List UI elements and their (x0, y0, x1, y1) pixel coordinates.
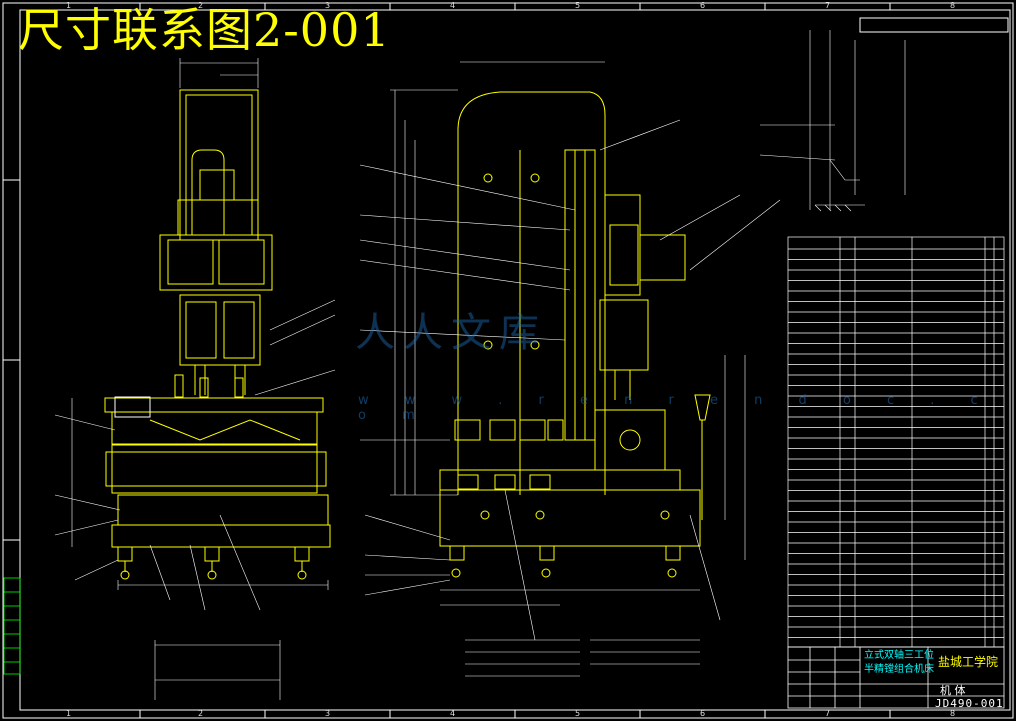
zone-top-5: 5 (575, 1, 581, 10)
zone-top-2: 2 (198, 1, 204, 10)
zone-bottom-3: 3 (325, 709, 331, 718)
zone-bottom-4: 4 (450, 709, 456, 718)
zone-bottom-5: 5 (575, 709, 581, 718)
zone-bottom-8: 8 (950, 709, 956, 718)
zone-top-1: 1 (66, 1, 72, 10)
zone-bottom-1: 1 (66, 709, 72, 718)
school-name: 盐城工学院 (938, 655, 999, 669)
left-strip-table (3, 577, 21, 675)
zone-bottom-2: 2 (198, 709, 204, 718)
front-view (104, 89, 331, 580)
part-name: 机 体 (940, 684, 966, 697)
zone-top-7: 7 (825, 1, 831, 10)
zone-top-6: 6 (700, 1, 706, 10)
front-view-dimensions (54, 58, 336, 700)
zone-bottom-7: 7 (825, 709, 831, 718)
parts-list (787, 236, 1005, 648)
side-view-dimensions (359, 61, 781, 641)
zone-top-8: 8 (950, 1, 956, 10)
project-name-line2: 半精镗组合机床 (864, 664, 934, 675)
drawing-number: JD490-001 (935, 697, 1004, 710)
zone-top-3: 3 (325, 1, 331, 10)
title-block (787, 646, 1005, 709)
detail-view (759, 30, 906, 212)
zone-bottom-6: 6 (700, 709, 706, 718)
watermark-url: w w w . r e n r e n d o c . c o m (358, 393, 994, 423)
watermark: 人人文库 (355, 310, 547, 356)
zone-top-4: 4 (450, 1, 456, 10)
technical-notes (465, 639, 700, 677)
project-name-line1: 立式双轴三工位 (864, 650, 934, 661)
drawing-title: 尺寸联系图2-001 (18, 3, 391, 57)
side-view (439, 91, 711, 578)
parts-list-rows (788, 248, 1004, 638)
